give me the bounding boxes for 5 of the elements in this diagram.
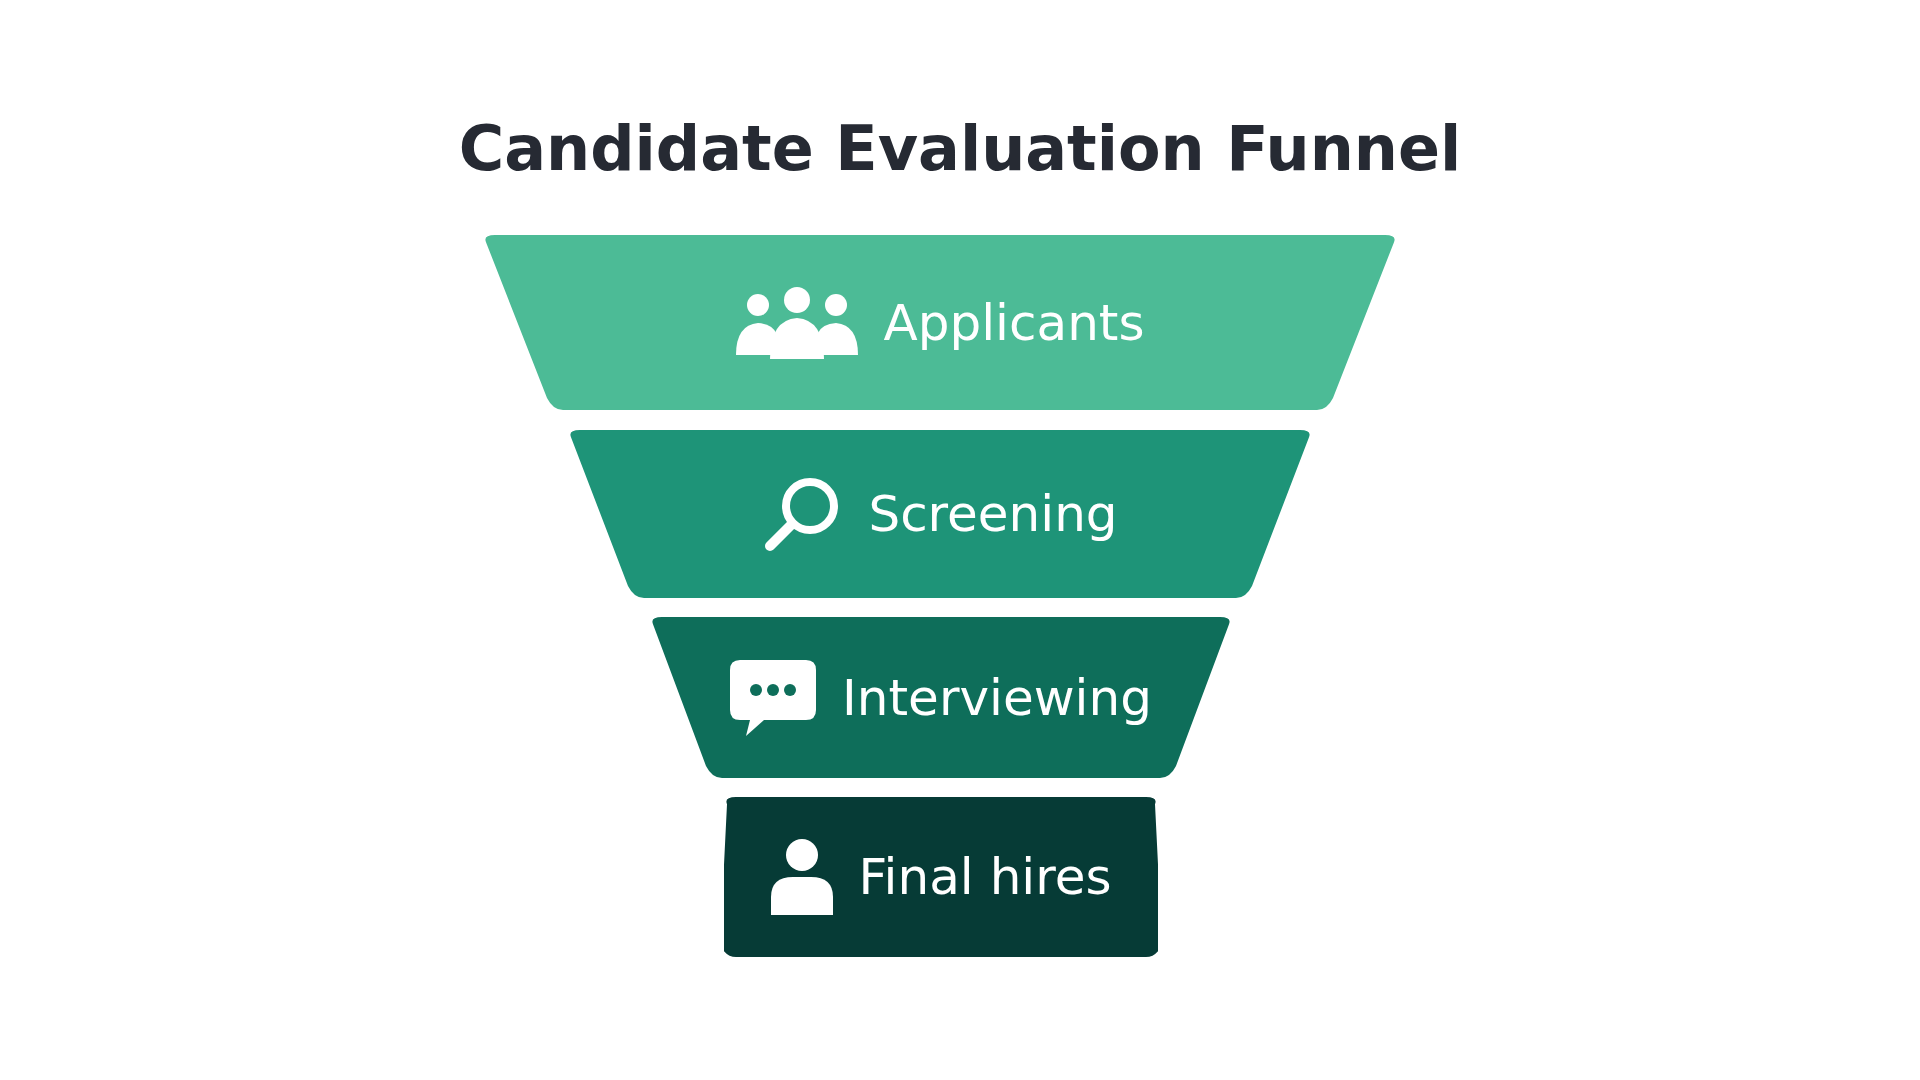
stage-label: Applicants [883, 293, 1145, 352]
stage-label: Final hires [858, 848, 1112, 906]
stage-label: Interviewing [842, 668, 1152, 727]
stage-label: Screening [868, 485, 1118, 543]
diagram-title: Candidate Evaluation Funnel [457, 112, 1463, 185]
